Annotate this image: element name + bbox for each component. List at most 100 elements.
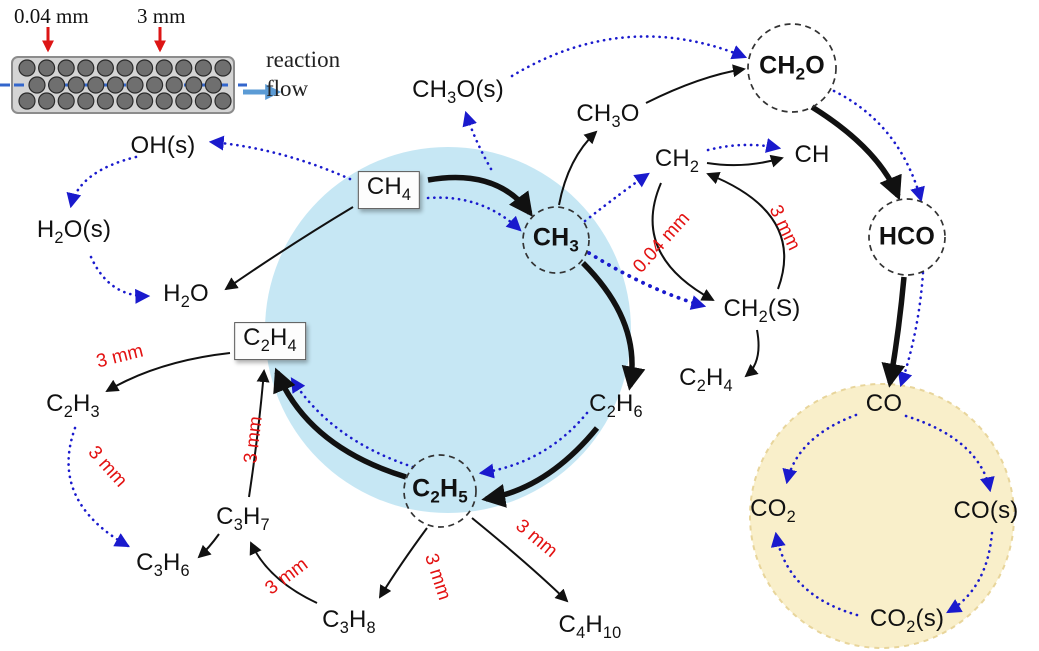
catalyst-bead: [136, 59, 154, 77]
arrow-ch4-ohs-blue: [208, 135, 352, 181]
catalyst-bead: [37, 92, 56, 110]
node-h2o: H2O: [163, 280, 209, 311]
arrow-c2h5-c4h10: [471, 517, 569, 603]
arrow-c2h6-c2h5: [481, 426, 600, 508]
reactor-inset: [0, 27, 282, 114]
arrow-co-cos-blue: [904, 414, 995, 493]
node-co: CO: [865, 390, 903, 417]
catalyst-bead: [146, 76, 164, 94]
ch2o-circle: [747, 23, 837, 113]
arrow-c2h3-c3h6-blue: [67, 426, 130, 548]
arrow-ch3-ch2-blue: [583, 172, 650, 223]
arrow-c2h4-c2h3: [105, 352, 231, 392]
arrow-c2h5-c3h8: [378, 527, 428, 599]
catalyst-bead: [175, 92, 193, 110]
node-c2h4: C2H4: [234, 322, 306, 360]
node-hco: HCO: [878, 222, 936, 251]
node-c2h4-upper: C2H4: [679, 364, 733, 395]
arrow-c2h5-c2h4-blue: [290, 377, 415, 469]
node-co2: CO2: [750, 495, 796, 526]
node-oh-s: OH(s): [130, 132, 196, 159]
inset-bead-label: 3 mm: [137, 4, 186, 28]
catalyst-bead: [87, 76, 105, 94]
catalyst-bead: [136, 92, 154, 110]
catalyst-bead: [18, 92, 36, 110]
catalyst-bead: [77, 92, 95, 110]
arrow-ch4-h2o: [224, 206, 354, 291]
arrow-ch2o-hco: [810, 104, 902, 201]
catalyst-bead: [96, 59, 115, 77]
arrow-hco-co-blue: [897, 271, 925, 388]
arrow-c3h7-c2h4: [248, 369, 270, 498]
catalyst-bead: [175, 59, 193, 77]
catalyst-bead: [155, 92, 173, 110]
node-ch2-s: CH2(S): [723, 295, 801, 326]
node-co2-s: CO2(s): [869, 605, 945, 636]
hco-circle: [868, 198, 946, 276]
node-ch: CH: [794, 141, 830, 168]
catalyst-bead: [116, 92, 134, 110]
arrow-ch3-ch3o: [558, 130, 598, 206]
arrow-hco-co: [881, 276, 907, 388]
arrow-ch3-ch2s-blue: [587, 251, 707, 310]
catalyst-bead: [194, 92, 212, 110]
catalyst-bead: [155, 59, 173, 77]
arrow-ch3o-ch2o: [645, 64, 746, 104]
catalyst-bead: [106, 76, 125, 94]
arrow-ch2-ch-blue: [706, 138, 782, 153]
catalyst-bead: [47, 76, 66, 94]
arrow-h2os-h2o-blue: [89, 255, 151, 304]
catalyst-bead: [204, 76, 222, 94]
catalyst-bead: [18, 59, 36, 77]
arrow-ch4-ch3: [427, 174, 533, 217]
flow-label: reaction flow: [266, 47, 341, 101]
catalyst-bead: [77, 59, 95, 77]
arrow-ch2o-hco-blue: [832, 89, 925, 203]
arrow-cycle-ch3os-blue: [462, 110, 493, 171]
inset-gap-label: 0.04 mm: [14, 4, 89, 28]
node-ch3o-s: CH3O(s): [412, 76, 504, 107]
arrow-ch2-ch2s: [651, 182, 715, 301]
arrow-ohs-h2os-blue: [66, 155, 138, 209]
arrow-ch3os-ch2o-blue: [510, 35, 748, 78]
node-c2h5: C2H5: [412, 474, 468, 507]
node-c4h10: C4H10: [558, 611, 622, 642]
node-co-s: CO(s): [953, 497, 1019, 524]
arrow-ch2s-c2h4: [744, 329, 760, 378]
catalyst-bead: [57, 59, 75, 77]
node-c3h6: C3H6: [136, 549, 190, 580]
node-ch3o: CH3O: [576, 100, 640, 131]
arrow-ch2s-ch2: [706, 172, 786, 290]
node-c2h3: C2H3: [46, 390, 100, 421]
arrow-c3h7-c3h6: [197, 533, 220, 559]
catalyst-bead: [126, 76, 144, 94]
node-h2o-s: H2O(s): [36, 216, 112, 247]
arrow-ch4-ch3-blue: [426, 196, 522, 232]
catalyst-bead: [214, 59, 232, 77]
arrow-co-co2-blue: [782, 413, 858, 485]
catalyst-bead: [96, 92, 115, 110]
node-c2h6: C2H6: [589, 390, 643, 421]
catalyst-bead: [57, 92, 75, 110]
catalyst-bead: [165, 76, 183, 94]
ch3-circle: [522, 206, 590, 274]
catalyst-bead: [185, 76, 203, 94]
catalyst-bead: [37, 59, 56, 77]
arrow-ch3-c2h6: [581, 261, 646, 391]
arrow-c2h5-c2h4: [273, 367, 407, 480]
methane-cycle-region: [265, 147, 631, 513]
arrow-c3h8-c3h7: [249, 541, 318, 604]
node-ch4: CH4: [357, 171, 421, 209]
catalyst-bead: [116, 59, 134, 77]
arrow-cos-co2s-blue: [946, 531, 994, 614]
node-ch3: CH3: [532, 223, 580, 256]
c2h5-circle: [403, 454, 477, 528]
arrow-c2h6-c2h5-blue: [478, 411, 589, 479]
catalyst-bead: [67, 76, 85, 94]
catalyst-bead: [28, 76, 46, 94]
catalyst-bead: [214, 92, 232, 110]
node-ch2: CH2: [654, 145, 700, 176]
arrow-ch2-ch: [706, 154, 784, 168]
